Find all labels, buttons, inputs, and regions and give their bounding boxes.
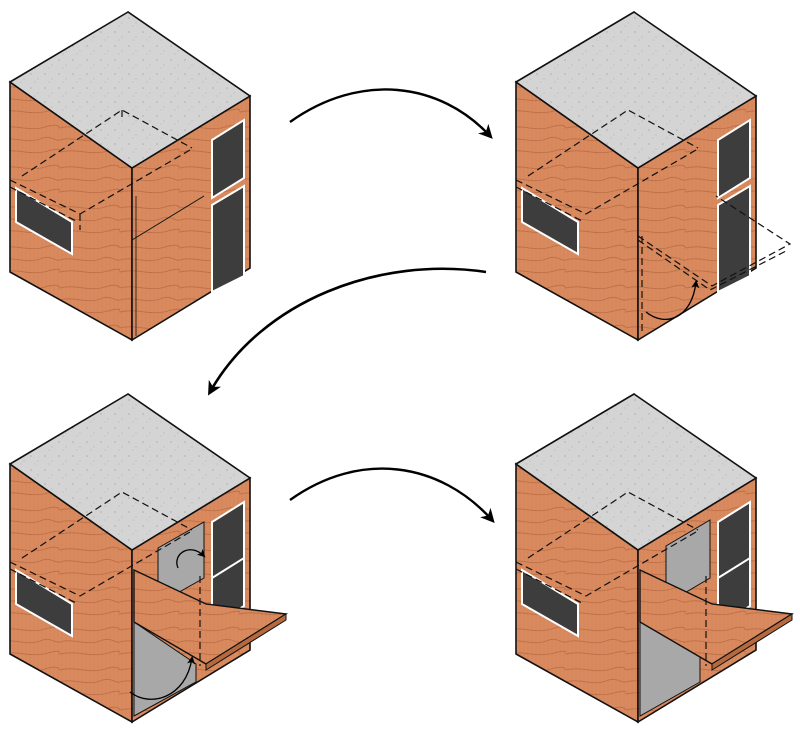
step-3-house	[9, 393, 289, 723]
flow-arrow-1-to-2	[289, 88, 493, 139]
step-1-house	[9, 11, 251, 341]
step-4-house	[515, 393, 795, 723]
flow-arrow-3-to-4	[289, 467, 495, 523]
rotation-arc-lower	[129, 656, 196, 700]
rotation-arc-upper	[176, 548, 206, 569]
rotation-arc	[645, 280, 700, 321]
opening	[133, 621, 197, 717]
step-2-house	[515, 11, 792, 341]
flow-arrow-2-to-3	[208, 267, 487, 396]
door-window	[211, 184, 245, 294]
door-window	[717, 184, 751, 294]
